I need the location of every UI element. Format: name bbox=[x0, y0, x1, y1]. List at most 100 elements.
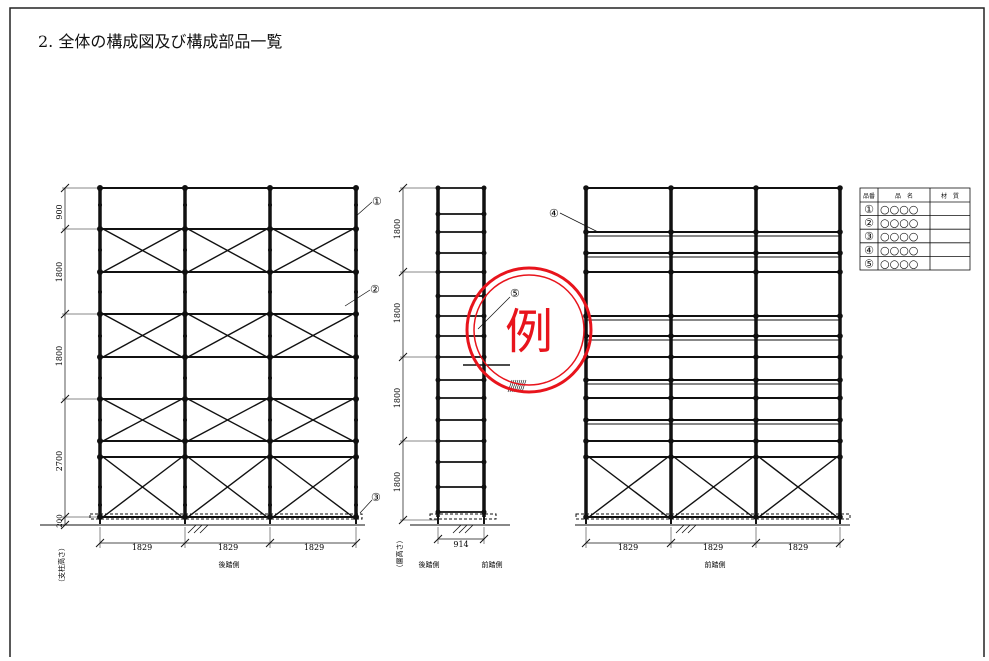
dim-tick bbox=[479, 534, 489, 544]
clamp-joint bbox=[583, 185, 589, 191]
ground-hatch bbox=[464, 524, 474, 534]
clamp-joint bbox=[353, 185, 359, 191]
clamp-joint bbox=[583, 269, 589, 275]
dim-tick bbox=[398, 352, 408, 362]
clamp-joint bbox=[481, 185, 487, 191]
clamp-joint bbox=[753, 438, 759, 444]
clamp-joint bbox=[267, 454, 273, 460]
clamp-joint bbox=[668, 395, 674, 401]
dim-tick bbox=[666, 538, 676, 548]
cross-brace bbox=[102, 313, 183, 358]
clamp-joint bbox=[481, 313, 487, 319]
parts-table-text: 品番 品 名 材 質 ① ○○○○ ② ○○○○ ③ ○○○○ ④ ○○○○ ⑤… bbox=[863, 192, 959, 270]
hatch bbox=[521, 379, 527, 393]
dim-tick bbox=[835, 538, 845, 548]
pin-joint bbox=[354, 418, 358, 422]
pin-joint bbox=[354, 248, 358, 252]
clamp-joint bbox=[837, 229, 843, 235]
example-stamp: 例 bbox=[465, 266, 593, 394]
dim-tick bbox=[351, 538, 361, 548]
clamp-joint bbox=[583, 250, 589, 256]
clamp-joint bbox=[583, 395, 589, 401]
clamp-joint bbox=[182, 311, 188, 317]
clamp-joint bbox=[668, 417, 674, 423]
ground-hatch bbox=[452, 524, 462, 534]
clamp-joint bbox=[668, 229, 674, 235]
clamp-joint bbox=[837, 377, 843, 383]
clamp-joint bbox=[583, 229, 589, 235]
clamp-joint bbox=[481, 333, 487, 339]
dim-tick bbox=[60, 512, 70, 522]
clamp-joint bbox=[668, 438, 674, 444]
clamp-joint bbox=[837, 250, 843, 256]
clamp-joint bbox=[583, 377, 589, 383]
pin-joint bbox=[98, 503, 102, 507]
callout-5: ⑤ bbox=[510, 287, 520, 300]
pin-joint bbox=[268, 485, 272, 489]
clamp-joint bbox=[267, 311, 273, 317]
clamp-joint bbox=[267, 438, 273, 444]
pin-joint bbox=[98, 485, 102, 489]
clamp-joint bbox=[97, 354, 103, 360]
dim-tick bbox=[398, 267, 408, 277]
clamp-joint bbox=[435, 211, 441, 217]
cross-brace bbox=[673, 456, 754, 518]
dim-tick bbox=[60, 520, 70, 530]
cross-brace bbox=[758, 456, 838, 518]
cross-brace bbox=[102, 228, 183, 273]
cross-brace bbox=[102, 456, 183, 518]
cross-brace bbox=[272, 456, 354, 518]
table-row-3-no: ③ bbox=[864, 230, 874, 243]
cross-brace bbox=[272, 398, 354, 442]
callout-4: ④ bbox=[549, 207, 559, 220]
clamp-joint bbox=[583, 438, 589, 444]
table-row-4-name: ○○○○ bbox=[880, 244, 918, 257]
clamp-joint bbox=[753, 377, 759, 383]
dim-tick bbox=[180, 538, 190, 548]
pin-joint bbox=[98, 248, 102, 252]
left-dim-1800b: 1800 bbox=[55, 346, 64, 366]
clamp-joint bbox=[481, 377, 487, 383]
dim-tick bbox=[60, 394, 70, 404]
clamp-joint bbox=[267, 396, 273, 402]
left-dim-200: 200 bbox=[56, 514, 64, 527]
clamp-joint bbox=[435, 229, 441, 235]
clamp-joint bbox=[182, 226, 188, 232]
left-bottom-label: 後踏側 bbox=[219, 560, 240, 569]
cross-brace bbox=[187, 398, 268, 442]
clamp-joint bbox=[481, 250, 487, 256]
clamp-joint bbox=[435, 333, 441, 339]
mid-dim-1800d: 1800 bbox=[393, 472, 402, 492]
pin-joint bbox=[183, 290, 187, 294]
pin-joint bbox=[268, 334, 272, 338]
sheet-border bbox=[9, 7, 985, 661]
clamp-joint bbox=[481, 438, 487, 444]
right-bottom-label: 前踏側 bbox=[705, 560, 726, 569]
clamp-joint bbox=[583, 514, 589, 520]
ground-hatch bbox=[199, 524, 209, 534]
clamp-joint bbox=[97, 438, 103, 444]
base-plank bbox=[575, 513, 851, 520]
clamp-joint bbox=[753, 454, 759, 460]
clamp-joint bbox=[182, 354, 188, 360]
pin-joint bbox=[268, 503, 272, 507]
pin-joint bbox=[354, 203, 358, 207]
table-header-no: 品番 bbox=[863, 193, 875, 200]
pin-joint bbox=[183, 376, 187, 380]
clamp-joint bbox=[837, 185, 843, 191]
right-hdim-3: 1829 bbox=[788, 543, 808, 552]
base-plank bbox=[89, 513, 363, 520]
cross-brace bbox=[187, 456, 268, 518]
clamp-joint bbox=[353, 396, 359, 402]
callouts: ① ② ③ ④ ⑤ bbox=[344, 195, 599, 514]
clamp-joint bbox=[481, 459, 487, 465]
dim-tick bbox=[398, 183, 408, 193]
clamp-joint bbox=[668, 514, 674, 520]
clamp-joint bbox=[182, 454, 188, 460]
pin-joint bbox=[354, 290, 358, 294]
pin-joint bbox=[183, 418, 187, 422]
pin-joint bbox=[268, 418, 272, 422]
left-hdim-3: 1829 bbox=[304, 543, 324, 552]
clamp-joint bbox=[182, 438, 188, 444]
